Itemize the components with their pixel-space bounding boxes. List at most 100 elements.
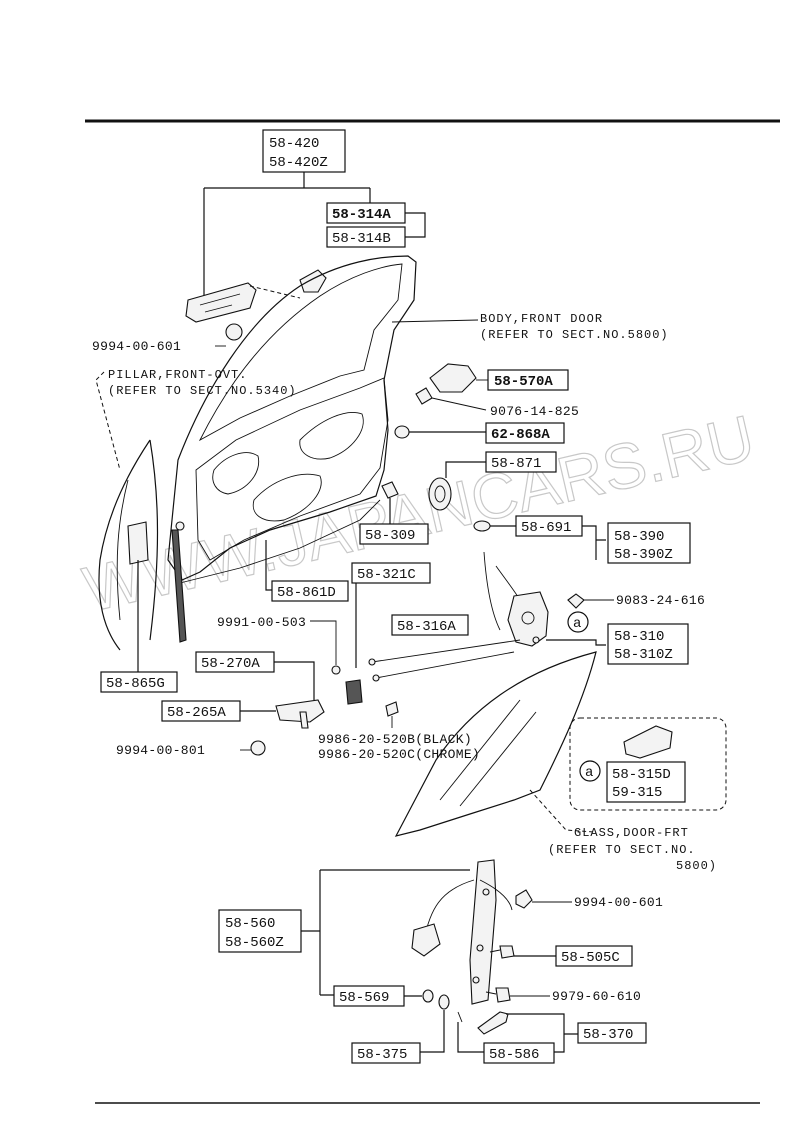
callout-box-58-861d xyxy=(271,580,349,602)
bolt-58-505c-shank xyxy=(489,949,501,953)
weatherstrip-part xyxy=(171,529,187,643)
washer-58-569-part xyxy=(422,989,434,1003)
label-58-309: 58-309 xyxy=(365,528,415,544)
door-cutout-1 xyxy=(212,452,260,495)
label-59-315: 59-315 xyxy=(612,785,662,801)
clip-9994-00-601-top xyxy=(225,323,243,341)
regulator-cable xyxy=(423,879,513,941)
leader-58-420 xyxy=(203,172,371,300)
washer-58-375-part xyxy=(438,994,450,1010)
clip-58-309-part xyxy=(381,481,399,499)
bracket-58-390 xyxy=(582,525,606,560)
rail-hole-2 xyxy=(476,944,484,952)
label-58-375: 58-375 xyxy=(357,1047,407,1063)
label-62-868a: 62-868A xyxy=(491,427,550,443)
label-58-560z: 58-560Z xyxy=(225,935,284,951)
label-58-871: 58-871 xyxy=(491,456,541,472)
leader-9076-14-825 xyxy=(431,397,487,411)
label-58-586: 58-586 xyxy=(489,1047,539,1063)
bracket-58-314 xyxy=(405,212,426,238)
label-58-390: 58-390 xyxy=(614,529,664,545)
lock-detail-circle xyxy=(521,611,535,625)
bolt-9076-14-825 xyxy=(415,387,433,405)
label-58-316a: 58-316A xyxy=(397,619,456,635)
label-58-420: 58-420 xyxy=(269,136,319,152)
label-58-270a: 58-270A xyxy=(201,656,260,672)
bracket-58-560 xyxy=(301,869,470,996)
speaker-58-871-part xyxy=(428,477,452,511)
label-9991-00-503: 9991-00-503 xyxy=(217,615,306,630)
clip-9991-00-503 xyxy=(331,665,341,675)
label-58-570a: 58-570A xyxy=(494,374,553,390)
callout-box-58-505c xyxy=(555,945,633,967)
label-58-265a: 58-265A xyxy=(167,705,226,721)
door-cutout-3 xyxy=(299,412,364,460)
label-body-front-door: BODY,FRONT DOOR xyxy=(480,312,603,326)
callout-box-58-569 xyxy=(333,985,405,1007)
callout-box-58-321c xyxy=(351,562,431,584)
label-pillar-ref: (REFER TO SECT.NO.5340) xyxy=(108,384,297,398)
label-9994-00-601-bottom: 9994-00-601 xyxy=(574,895,663,910)
screw-9083-24-616 xyxy=(567,593,585,609)
leader-58-871 xyxy=(445,461,486,478)
label-9986-black: 9986-20-520B(BLACK) xyxy=(318,732,472,747)
nut-9994-00-601-bottom xyxy=(515,889,533,909)
front-pillar-inner xyxy=(116,479,129,621)
label-58-314b: 58-314B xyxy=(332,231,391,247)
label-glass-ref2: 5800) xyxy=(676,859,717,873)
label-58-420z: 58-420Z xyxy=(269,155,328,171)
callout-box-58-865g xyxy=(100,671,178,693)
door-checker-part xyxy=(275,699,325,723)
lock-rod-1 xyxy=(483,551,501,631)
regulator-handle-58-370 xyxy=(477,1011,509,1035)
leader-58-861d xyxy=(265,540,272,591)
door-lower-edge xyxy=(175,499,381,585)
callout-box-58-310 xyxy=(607,623,689,665)
bracket-58-570a-part xyxy=(429,363,477,393)
label-58-310: 58-310 xyxy=(614,629,664,645)
label-58-865g: 58-865G xyxy=(106,676,165,692)
circle-ref-a-lower xyxy=(579,760,601,782)
inner-handle-part xyxy=(185,282,257,323)
callout-box-58-420 xyxy=(262,129,346,173)
label-58-560: 58-560 xyxy=(225,916,275,932)
leader-body-front-door xyxy=(391,319,479,323)
callout-box-58-316a xyxy=(391,614,469,636)
leader-58-370 xyxy=(506,1013,578,1053)
regulator-motor-part xyxy=(411,923,441,957)
bolt-58-505c-part xyxy=(499,945,515,959)
door-cutout-2 xyxy=(252,473,322,522)
label-58-315d: 58-315D xyxy=(612,767,671,783)
callout-box-58-315d xyxy=(606,761,686,803)
leader-58-310 xyxy=(546,639,606,646)
checker-arm xyxy=(299,711,309,729)
door-window-frame xyxy=(198,263,403,442)
label-circle-a-upper: a xyxy=(573,616,581,632)
screw-9986-20-520 xyxy=(385,701,399,717)
label-58-691: 58-691 xyxy=(521,520,571,536)
nut-9994-00-801 xyxy=(250,740,266,756)
leader-58-586 xyxy=(457,1022,484,1053)
button-58-691-part xyxy=(473,520,491,532)
leader-58-270a xyxy=(274,661,315,700)
pillar-bolt xyxy=(175,521,185,531)
callout-box-58-375 xyxy=(351,1042,421,1064)
plug-62-868a-part xyxy=(394,425,410,439)
rail-hole-3 xyxy=(472,976,480,984)
bolt-9979-shank xyxy=(485,991,497,995)
long-rod-2 xyxy=(375,651,515,679)
rod-end-2 xyxy=(372,674,380,682)
label-pillar: PILLAR,FRONT-OVT. xyxy=(108,368,247,382)
label-9994-00-601-top: 9994-00-601 xyxy=(92,339,181,354)
label-9979-60-610: 9979-60-610 xyxy=(552,989,641,1004)
callout-box-58-309 xyxy=(359,523,429,545)
front-door-body-outline xyxy=(167,255,417,581)
circle-ref-a-upper xyxy=(567,611,589,633)
handle-bracket-part xyxy=(299,269,327,293)
door-inner-panel xyxy=(195,377,389,561)
callout-box-58-586 xyxy=(483,1042,555,1064)
rail-hole-1 xyxy=(482,888,490,896)
label-58-321c: 58-321C xyxy=(357,567,416,583)
